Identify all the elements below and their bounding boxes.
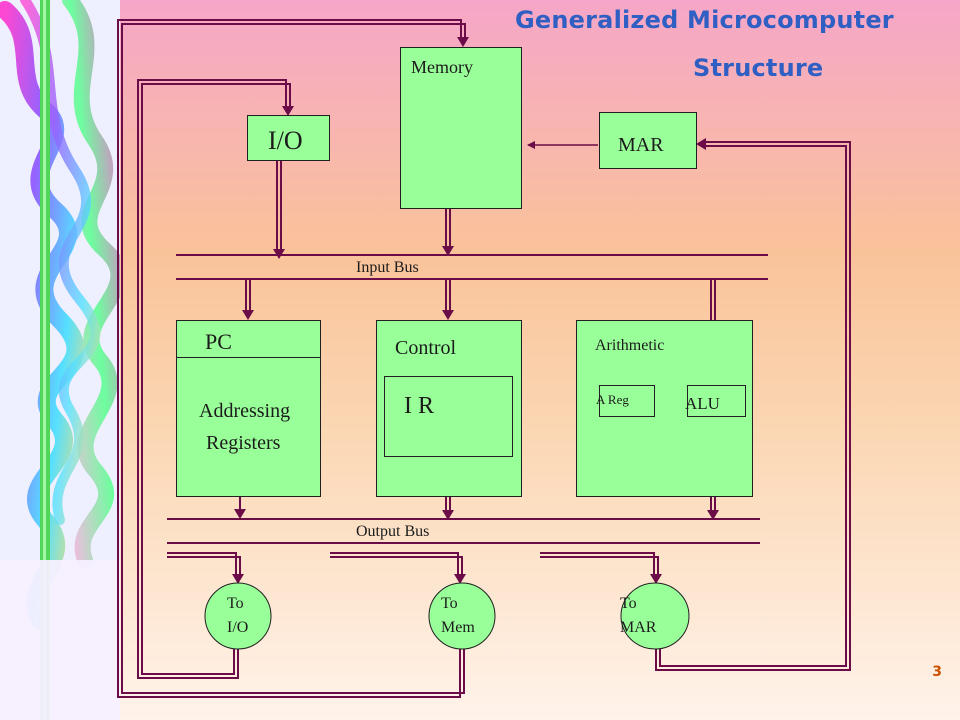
input-bus-to-control-arrow [442, 279, 454, 320]
decorative-sidebar [0, 0, 120, 720]
control-label: Control [395, 337, 457, 359]
input-bus-to-pc-arrow [242, 279, 254, 320]
output-bus [167, 518, 760, 544]
alu-block [687, 385, 746, 417]
to-io-line1: To [227, 595, 244, 612]
io-label: I/O [268, 126, 303, 155]
input-bus [176, 254, 768, 280]
to-mem-line2: Mem [441, 619, 475, 636]
addressing-registers-block [176, 320, 321, 497]
to-mem-feedback-loop [117, 19, 469, 698]
mar-block [599, 112, 697, 169]
pc-label: PC [205, 329, 232, 354]
to-mar-line2: MAR [620, 619, 657, 636]
io-to-input-bus-arrow [273, 160, 285, 259]
input-bus-label: Input Bus [356, 259, 419, 276]
slide-title: Generalized Microcomputer [515, 6, 894, 34]
to-mar-line1: To [620, 595, 637, 612]
registers-to-output-bus-arrow [234, 496, 246, 519]
ir-label: I R [404, 393, 434, 419]
io-block [247, 115, 330, 161]
memory-block [400, 47, 522, 209]
output-bus-to-io-circle [167, 552, 244, 584]
to-io-feedback-loop [137, 79, 294, 679]
mar-label: MAR [618, 134, 664, 156]
to-mem-line1: To [441, 595, 458, 612]
addressing-label: Addressing [199, 400, 291, 422]
output-bus-label: Output Bus [356, 523, 430, 540]
slide-subtitle: Structure [693, 54, 824, 82]
registers-label: Registers [206, 432, 281, 454]
sidebar-pattern [0, 0, 120, 720]
ir-block [384, 376, 513, 457]
output-bus-to-mem-circle [330, 552, 466, 584]
page-number: 3 [932, 664, 942, 680]
output-bus-to-mar-circle [540, 552, 662, 584]
memory-label: Memory [411, 57, 473, 77]
pc-divider [176, 357, 321, 358]
arithmetic-label: Arithmetic [595, 337, 665, 354]
to-mar-feedback-loop [655, 138, 851, 671]
to-io-line2: I/O [227, 619, 249, 636]
memory-to-input-bus-arrow [442, 208, 454, 256]
areg-block [599, 385, 655, 417]
alu-label: ALU [685, 394, 720, 413]
to-io-circle [204, 582, 272, 650]
to-mar-circle [620, 582, 690, 650]
to-mem-circle [428, 582, 496, 650]
areg-label: A Reg [596, 392, 629, 407]
